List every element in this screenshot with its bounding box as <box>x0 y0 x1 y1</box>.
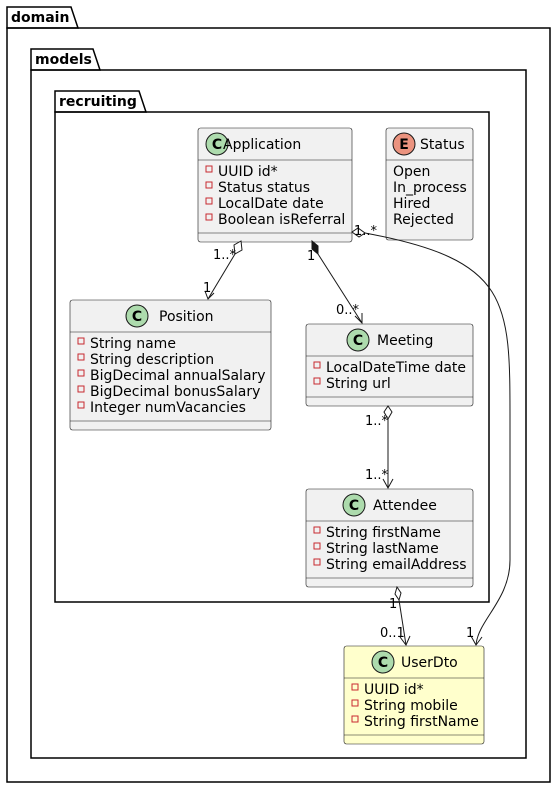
package-models-label: models <box>35 52 92 68</box>
class-stereotype-icon <box>371 650 395 674</box>
class-attendee: C Attendee String firstName String lastN… <box>305 488 474 588</box>
private-visibility-icon <box>77 353 85 361</box>
private-visibility-icon <box>205 181 213 189</box>
relation-attendee-userdto: 1 0..1 <box>380 585 411 646</box>
svg-text:C: C <box>349 498 359 514</box>
attribute: Integer numVacancies <box>90 400 246 416</box>
attribute: String lastName <box>326 541 439 557</box>
private-visibility-icon <box>205 165 213 173</box>
attribute: String emailAddress <box>326 557 467 573</box>
multiplicity-label: 1 <box>389 597 397 612</box>
arrowhead <box>399 635 411 646</box>
private-visibility-icon <box>205 213 213 221</box>
enum-value: Hired <box>393 196 430 212</box>
private-visibility-icon <box>313 377 321 385</box>
package-domain: domain <box>6 6 551 783</box>
private-visibility-icon <box>313 526 321 534</box>
relation-application-userdto: 1..* 1 <box>351 224 511 646</box>
private-visibility-icon <box>77 385 85 393</box>
enum-value: In_process <box>393 180 467 196</box>
class-stereotype-icon <box>346 328 370 352</box>
aggregation-diamond <box>351 227 366 238</box>
svg-text:E: E <box>399 137 409 153</box>
arrowhead <box>204 290 215 300</box>
arrowhead <box>470 635 483 646</box>
private-visibility-icon <box>351 699 359 707</box>
multiplicity-label: 1..* <box>365 468 389 483</box>
attribute: String mobile <box>364 698 458 714</box>
private-visibility-icon <box>77 369 85 377</box>
class-stereotype-icon <box>125 304 149 328</box>
aggregation-diamond <box>394 585 402 602</box>
class-userdto: C UserDto UUID id* String mobile String … <box>343 645 485 745</box>
attribute: BigDecimal bonusSalary <box>90 384 260 400</box>
relation-application-meeting: 1 0..* <box>307 239 363 325</box>
enum-name: Status <box>420 137 465 153</box>
class-name: Meeting <box>377 333 433 349</box>
class-stereotype-icon <box>342 493 366 517</box>
multiplicity-label: 1..* <box>213 248 237 263</box>
attribute: String name <box>90 336 176 352</box>
enum-value: Open <box>393 164 430 180</box>
class-name: UserDto <box>401 655 458 671</box>
class-application: C Application UUID id* Status status Loc… <box>197 127 353 243</box>
package-recruiting: recruiting <box>54 90 490 603</box>
class-name: Application <box>223 137 301 153</box>
private-visibility-icon <box>205 197 213 205</box>
relation-meeting-attendee: 1..* 1..* <box>365 405 394 490</box>
attribute: Boolean isReferral <box>218 212 345 228</box>
package-domain-label: domain <box>11 10 69 26</box>
class-meeting: C Meeting LocalDateTime date String url <box>305 323 474 407</box>
arrowhead <box>354 313 363 325</box>
svg-text:C: C <box>212 137 222 153</box>
package-models: models <box>30 48 527 759</box>
private-visibility-icon <box>351 715 359 723</box>
composition-diamond <box>311 239 319 256</box>
class-name: Attendee <box>373 498 437 514</box>
attribute: LocalDate date <box>218 196 324 212</box>
attribute: LocalDateTime date <box>326 360 466 376</box>
private-visibility-icon <box>77 337 85 345</box>
multiplicity-label: 1..* <box>354 224 378 239</box>
aggregation-diamond <box>233 240 243 255</box>
multiplicity-label: 0..* <box>336 303 360 318</box>
private-visibility-icon <box>313 361 321 369</box>
attribute: String description <box>90 352 214 368</box>
attribute: UUID id* <box>364 682 424 698</box>
multiplicity-label: 1 <box>203 281 211 296</box>
multiplicity-label: 1 <box>466 626 474 641</box>
svg-text:C: C <box>132 309 142 325</box>
class-position: C Position String name String descriptio… <box>69 299 272 431</box>
aggregation-diamond <box>383 405 393 421</box>
enum-value: Rejected <box>393 212 454 228</box>
arrowhead <box>382 478 394 490</box>
private-visibility-icon <box>313 558 321 566</box>
multiplicity-label: 0..1 <box>380 626 405 641</box>
attribute: UUID id* <box>218 164 278 180</box>
class-name: Position <box>159 309 214 325</box>
private-visibility-icon <box>313 542 321 550</box>
attribute: String firstName <box>364 714 479 730</box>
attribute: BigDecimal annualSalary <box>90 368 266 384</box>
attribute: Status status <box>218 180 310 196</box>
private-visibility-icon <box>77 401 85 409</box>
svg-text:C: C <box>378 655 388 671</box>
attribute: String firstName <box>326 525 441 541</box>
enum-stereotype-icon <box>392 132 416 156</box>
attribute: String url <box>326 376 391 392</box>
class-stereotype-icon <box>205 132 229 156</box>
private-visibility-icon <box>351 683 359 691</box>
svg-text:C: C <box>353 333 363 349</box>
multiplicity-label: 1..* <box>365 414 389 429</box>
enum-status: E Status Open In_process Hired Rejected <box>385 127 474 241</box>
multiplicity-label: 1 <box>307 249 315 264</box>
package-recruiting-label: recruiting <box>59 94 137 110</box>
relation-application-position: 1..* 1 <box>203 240 243 300</box>
